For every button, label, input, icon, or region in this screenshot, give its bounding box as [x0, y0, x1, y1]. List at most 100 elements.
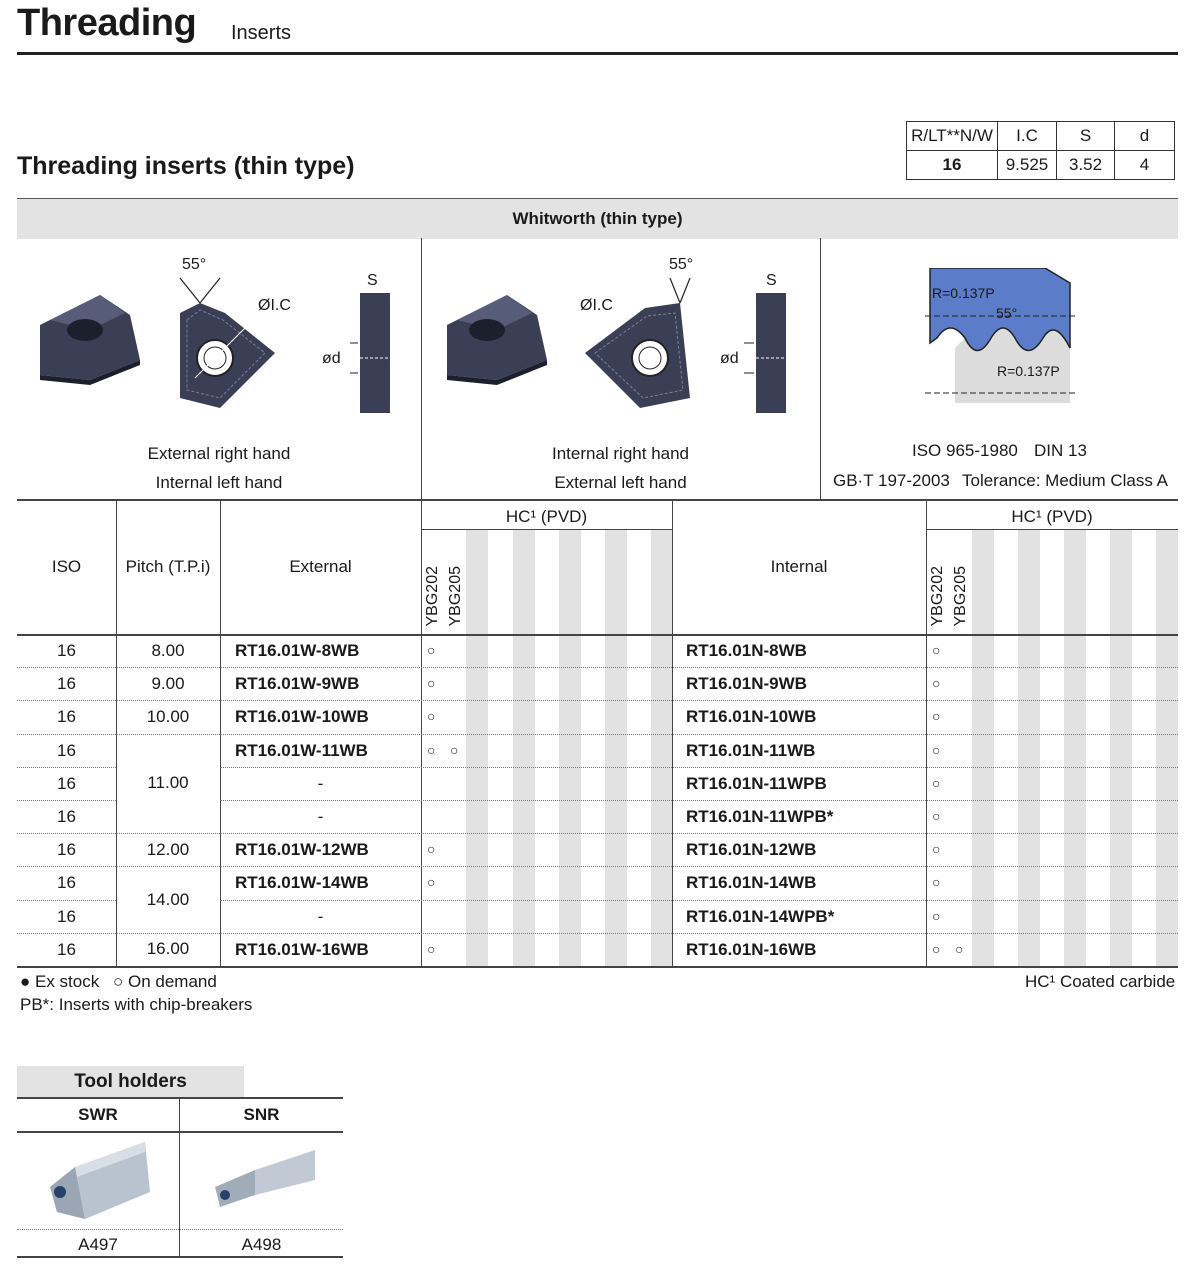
radius-bottom-label: R=0.137P [997, 363, 1060, 379]
hc-group-line [421, 529, 672, 530]
row-iso: 16 [57, 707, 76, 727]
availability-mark: ○ [427, 741, 436, 758]
grade-column-stripe [513, 530, 535, 966]
spec-value-s: 3.52 [1056, 150, 1115, 180]
row-internal-code: RT16.01N-16WB [686, 939, 817, 959]
band-title: Whitworth (thin type) [512, 209, 683, 228]
holder-snr-page-link[interactable]: A498 [241, 1235, 282, 1254]
row-iso: 16 [57, 840, 76, 860]
row-iso: 16 [57, 906, 76, 926]
row-iso: 16 [57, 674, 76, 694]
divider [17, 1131, 343, 1133]
external-insert-photo-icon [40, 295, 140, 385]
tool-holders-band: Tool holders [17, 1066, 244, 1097]
grade-header-ybg205: YBG205 [447, 566, 464, 627]
row-internal-code: RT16.01N-11WPB [686, 773, 827, 793]
row-iso: 16 [57, 939, 76, 959]
hc-group-line [926, 529, 1178, 530]
row-iso: 16 [57, 807, 76, 826]
availability-mark: ○ [932, 907, 941, 924]
spec-value-ic: 9.525 [997, 150, 1057, 180]
divider [17, 1229, 343, 1230]
grade-column-stripe [1064, 530, 1086, 966]
divider [17, 1097, 343, 1099]
table-bottom-border [17, 966, 1178, 968]
row-separator [116, 933, 220, 934]
column-divider [672, 499, 673, 966]
row-internal-code: RT16.01N-11WB [686, 740, 816, 760]
row-separator [220, 700, 1178, 701]
holder-snr-name: SNR [243, 1105, 280, 1124]
column-divider [116, 499, 117, 966]
panel-divider [820, 238, 821, 499]
row-separator [17, 833, 116, 834]
availability-mark: ○ [932, 940, 941, 957]
holder-swr-page-link[interactable]: A497 [78, 1235, 118, 1254]
row-pitch: 12.00 [146, 839, 190, 859]
header-rule [17, 52, 1178, 55]
grade-column-stripe [1110, 530, 1132, 966]
row-separator [17, 800, 116, 801]
profile-angle-label: 55° [996, 305, 1018, 321]
table-header-border [17, 634, 1178, 636]
row-internal-code: RT16.01N-11WPB* [686, 807, 834, 826]
spec-header-d: d [1114, 121, 1175, 151]
row-separator [17, 900, 116, 901]
column-divider [220, 499, 221, 966]
row-separator [220, 734, 1178, 735]
snr-holder-icon[interactable] [210, 1145, 320, 1215]
row-separator [116, 700, 220, 701]
row-pitch: 14.00 [146, 889, 190, 909]
row-separator [220, 667, 1178, 668]
availability-mark: ○ [932, 708, 941, 725]
header-hc-group: HC¹ (PVD) [1011, 507, 1093, 526]
external-insert-drawing-icon [179, 277, 275, 408]
row-external-code: - [317, 807, 324, 826]
s-label: S [766, 272, 777, 289]
page-title: Threading [17, 2, 197, 44]
int-caption-2: External left hand [554, 473, 687, 492]
availability-mark: ○ [427, 940, 436, 957]
row-separator [17, 866, 116, 867]
internal-insert-side-icon [744, 293, 796, 413]
availability-mark: ○ [450, 741, 459, 758]
ic-label: ØI.C [258, 297, 291, 314]
divider [17, 1256, 343, 1258]
grade-column-stripe [1156, 530, 1178, 966]
row-separator [220, 900, 1178, 901]
header-external: External [289, 557, 352, 576]
availability-mark: ○ [932, 874, 941, 891]
spec-table: R/LT**N/W I.C S d 16 9.525 3.52 4 [906, 121, 1175, 180]
row-separator [116, 667, 220, 668]
whitworth-band: Whitworth (thin type) [17, 198, 1178, 239]
holder-swr-name: SWR [78, 1105, 118, 1124]
row-pitch: 8.00 [151, 640, 185, 660]
row-internal-code: RT16.01N-14WPB* [686, 906, 835, 926]
header-iso: ISO [51, 557, 82, 576]
ext-caption-2: Internal left hand [155, 473, 283, 492]
availability-mark: ○ [427, 675, 436, 692]
row-separator [17, 734, 116, 735]
d-label: ød [720, 350, 739, 367]
internal-insert-photo-icon [447, 295, 547, 385]
grade-column-stripe [972, 530, 994, 966]
ext-caption-1: External right hand [147, 444, 291, 463]
radius-top-label: R=0.137P [932, 285, 995, 301]
page-subtitle: Inserts [231, 22, 292, 44]
availability-mark: ○ [932, 642, 941, 658]
row-separator [17, 667, 116, 668]
thread-profile-diagram [925, 268, 1075, 403]
availability-mark: ○ [932, 774, 941, 791]
divider [179, 1097, 180, 1257]
legend-pb-note: PB*: Inserts with chip-breakers [20, 995, 253, 1014]
row-separator [116, 833, 220, 834]
row-external-code: RT16.01W-8WB [235, 641, 360, 660]
row-separator [220, 866, 1178, 867]
grade-column-stripe [651, 530, 673, 966]
row-separator [17, 700, 116, 701]
int-caption-1: Internal right hand [551, 444, 690, 463]
header-hc-group: HC¹ (PVD) [505, 507, 588, 526]
spec-value-d: 4 [1114, 150, 1175, 180]
row-separator [17, 767, 116, 768]
swr-holder-icon[interactable] [45, 1137, 155, 1222]
